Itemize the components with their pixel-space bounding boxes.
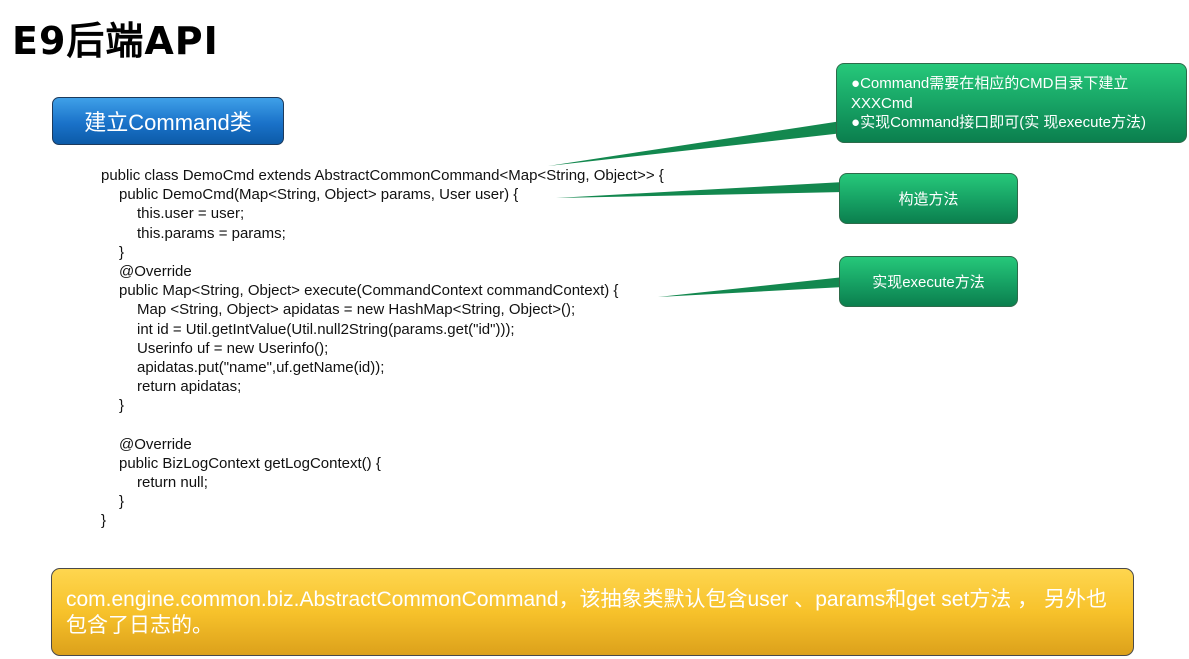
note-line-1: ●Command需要在相应的CMD目录下建立 (851, 75, 1129, 92)
code-line: @Override (119, 435, 192, 453)
code-line: public DemoCmd(Map<String, Object> param… (119, 186, 519, 204)
code-line: } (119, 397, 125, 415)
code-line: apidatas.put("name",uf.getName(id)); (137, 358, 385, 376)
note-line-2: XXXCmd (851, 94, 913, 112)
footer-note: com.engine.common.biz.AbstractCommonComm… (51, 568, 1134, 656)
callout-execute-text: 实现execute方法 (872, 274, 985, 291)
page-title: E9后端API (12, 19, 219, 63)
code-line: @Override (119, 262, 192, 280)
code-line: } (101, 512, 107, 530)
code-line: public BizLogContext getLogContext() { (119, 454, 381, 472)
code-line: } (119, 243, 125, 261)
pointer-execute (658, 277, 844, 297)
code-line: public class DemoCmd extends AbstractCom… (101, 167, 664, 184)
code-line: this.user = user; (137, 205, 245, 223)
code-line: return apidatas; (137, 378, 242, 396)
callout-execute: 实现execute方法 (839, 256, 1018, 307)
section-label: 建立Command类 (52, 97, 284, 145)
callout-constructor: 构造方法 (839, 173, 1018, 224)
callout-command-notes: ●Command需要在相应的CMD目录下建立 XXXCmd ●实现Command… (836, 63, 1187, 143)
note-line-3: ●实现Command接口即可(实 现execute方法) (851, 114, 1146, 131)
code-line (101, 415, 664, 434)
code-line: Userinfo uf = new Userinfo(); (137, 339, 329, 357)
callout-constructor-text: 构造方法 (898, 191, 959, 208)
code-line: public Map<String, Object> execute(Comma… (119, 282, 619, 300)
pointer-command-notes (548, 120, 852, 166)
code-line: this.params = params; (137, 224, 286, 242)
code-line: return null; (137, 474, 208, 491)
code-block: public class DemoCmd extends AbstractCom… (101, 166, 664, 531)
code-line: int id = Util.getIntValue(Util.null2Stri… (137, 320, 515, 338)
code-line: Map <String, Object> apidatas = new Hash… (137, 301, 576, 319)
code-line: } (119, 493, 125, 511)
